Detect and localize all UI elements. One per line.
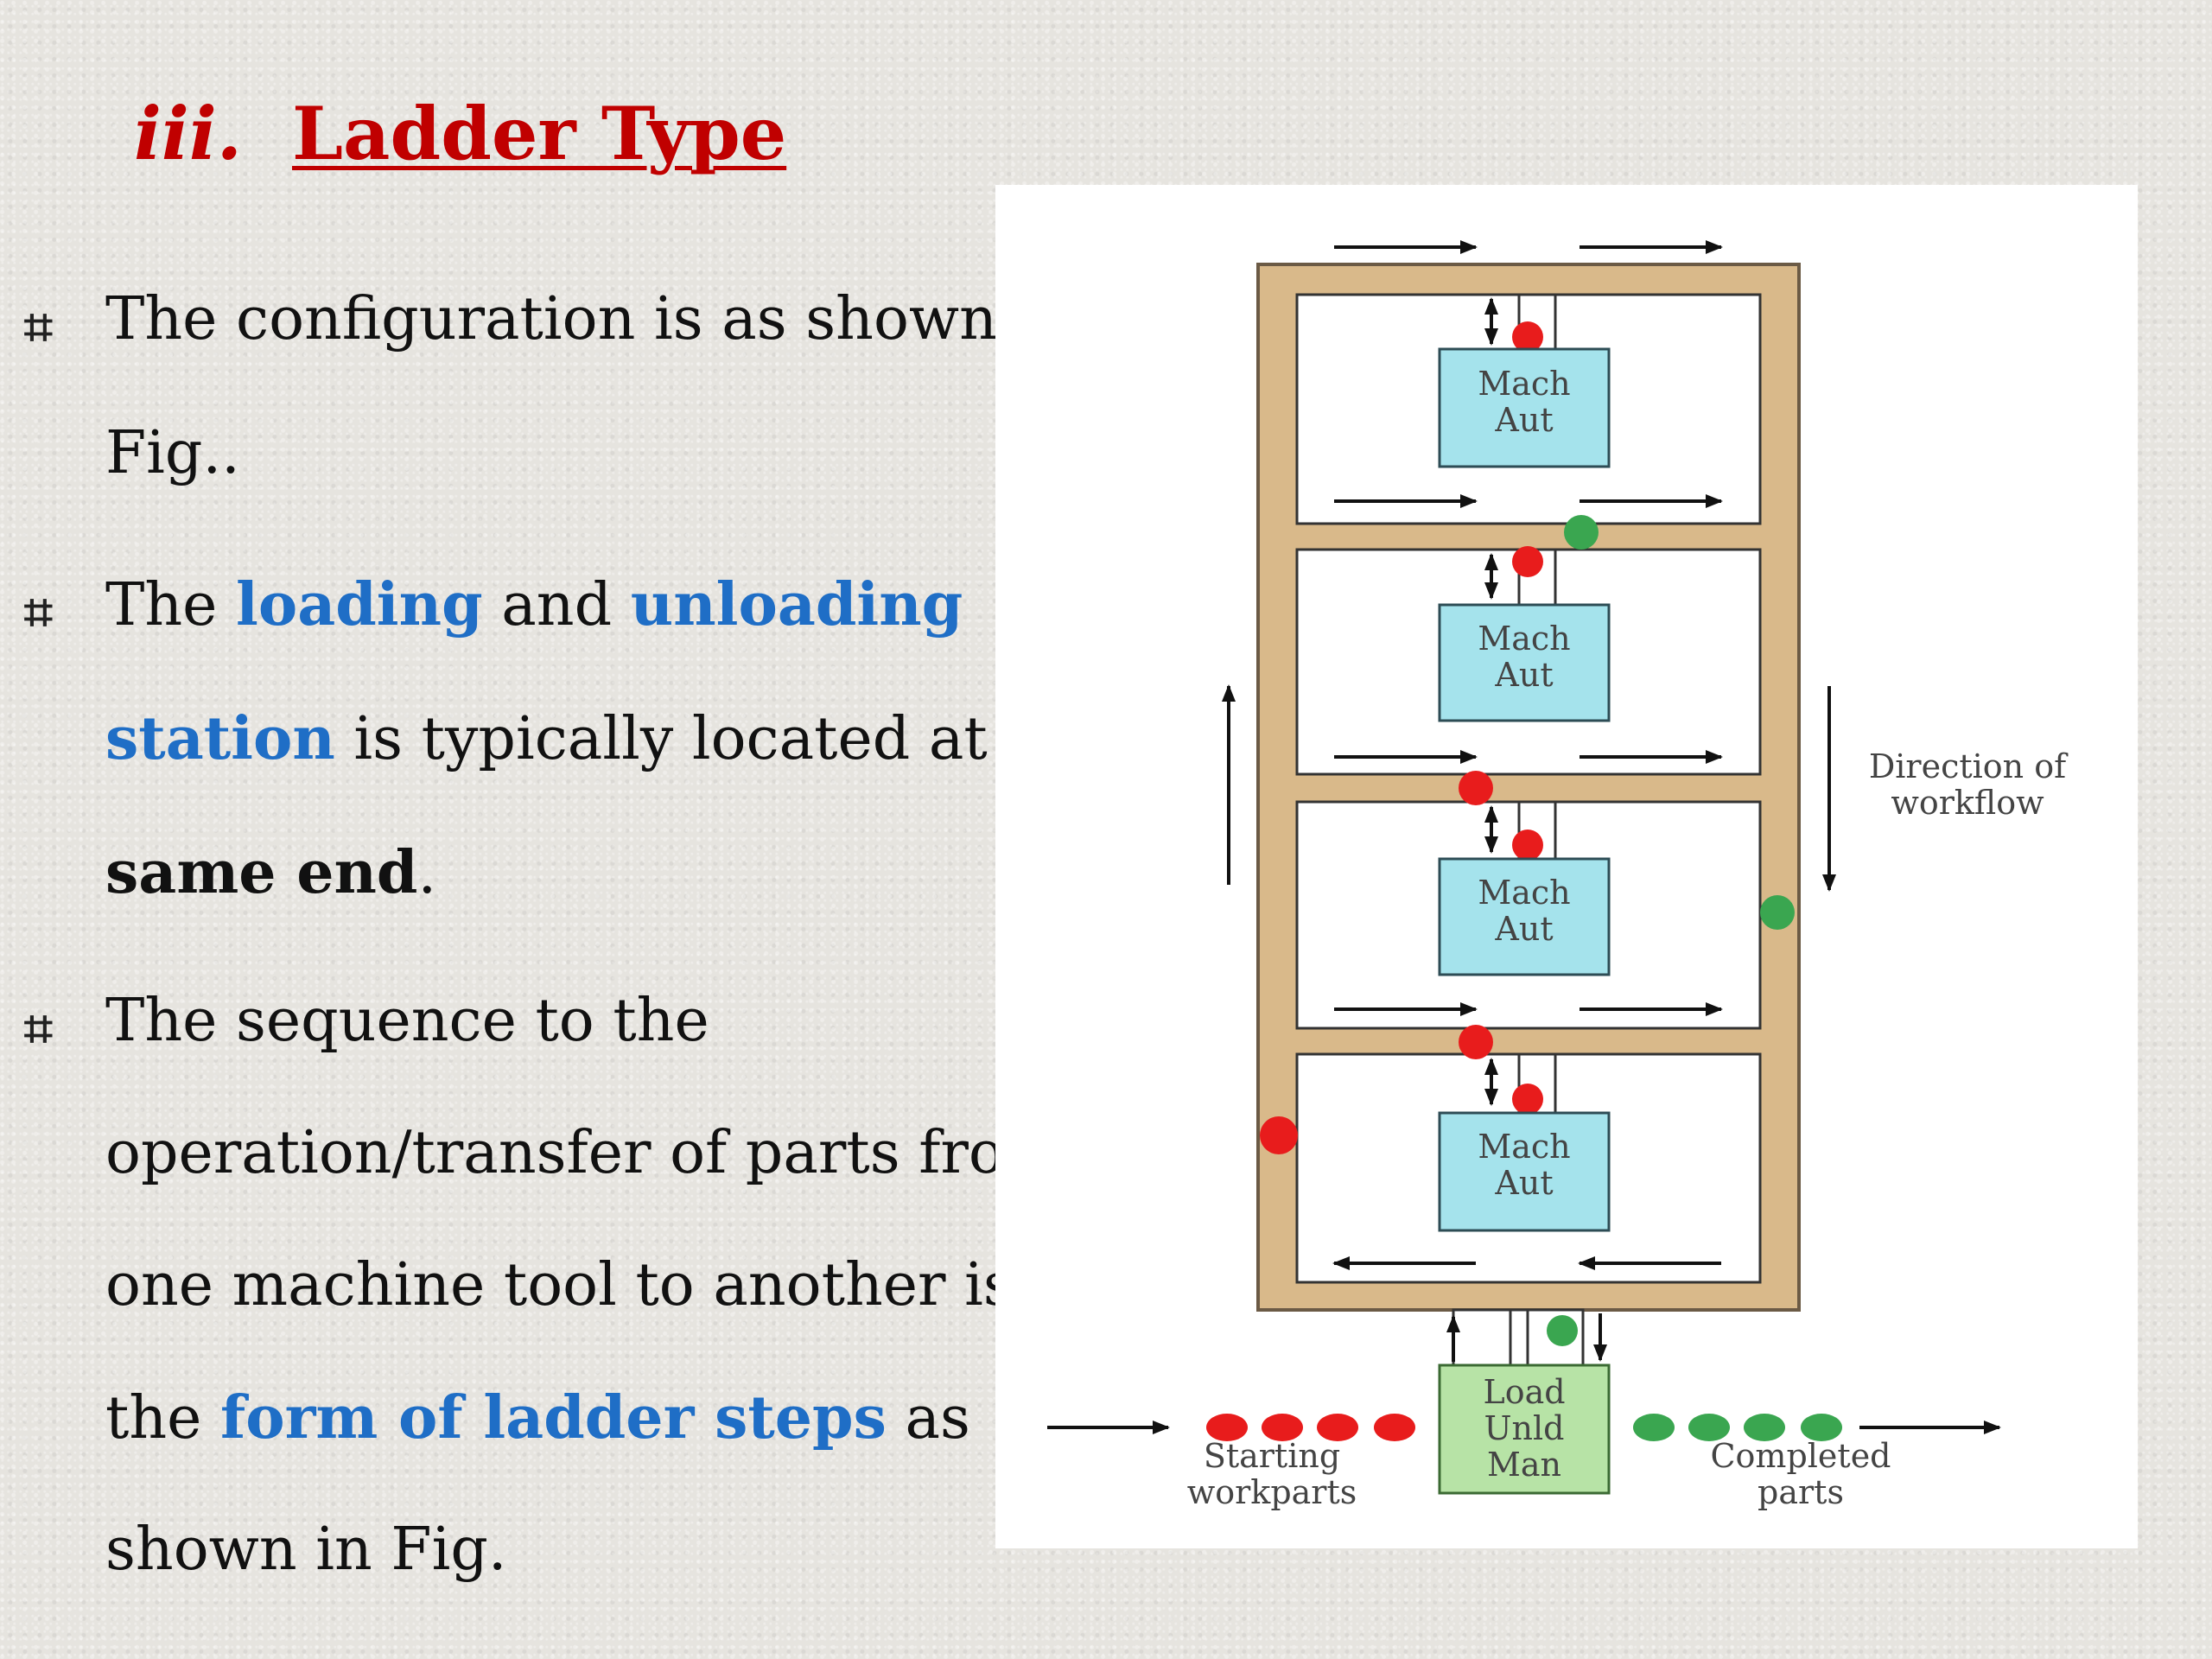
workpart-red xyxy=(1459,771,1493,805)
bullet-marker-icon: ⌗ xyxy=(24,999,53,1058)
machine-station-2: Mach Aut xyxy=(1438,546,1611,722)
workpart-red xyxy=(1512,1084,1543,1115)
load-label-line3: Man xyxy=(1487,1446,1561,1484)
bullet-3-line-2: operation/transfer of parts from xyxy=(105,1119,1060,1187)
machine-label-line1: Mach xyxy=(1478,1128,1570,1166)
completed-label-line1: Completed xyxy=(1710,1437,1891,1475)
starting-label-line1: Starting xyxy=(1204,1437,1340,1475)
starting-workpart xyxy=(1262,1414,1303,1441)
load-label-line2: Unld xyxy=(1484,1409,1565,1447)
completed-part xyxy=(1744,1414,1785,1441)
workpart-red xyxy=(1512,546,1543,577)
workpart-red xyxy=(1512,321,1543,353)
keyword-ladder-steps: form of ladder steps xyxy=(219,1383,887,1452)
bullet-3-line-3: one machine tool to another is in xyxy=(105,1251,1089,1319)
bullet-3-line-4: the form of ladder steps as xyxy=(105,1383,970,1452)
completed-part xyxy=(1801,1414,1842,1441)
machine-station-1: Mach Aut xyxy=(1438,293,1611,468)
keyword-station: station xyxy=(105,704,335,773)
machine-label-line1: Mach xyxy=(1478,365,1570,403)
machine-station-3: Mach Aut xyxy=(1438,800,1611,976)
starting-label-line2: workparts xyxy=(1187,1473,1357,1511)
starting-workpart xyxy=(1206,1414,1248,1441)
starting-workpart xyxy=(1374,1414,1415,1441)
completed-part xyxy=(1688,1414,1730,1441)
workpart-green xyxy=(1547,1315,1578,1346)
machine-label-line2: Aut xyxy=(1494,401,1553,439)
direction-label-line1: Direction of xyxy=(1869,747,2069,785)
bullet-3-line-5: shown in Fig. xyxy=(105,1516,507,1584)
title-number: iii. xyxy=(134,91,242,176)
keyword-same-end: same end xyxy=(105,838,418,907)
title-text: Ladder Type xyxy=(291,91,787,176)
bullet-1-line-1: The configuration is as shown in xyxy=(105,285,1073,353)
direction-label-line2: workflow xyxy=(1891,784,2044,822)
bullet-marker-icon: ⌗ xyxy=(24,582,53,641)
workpart-green xyxy=(1564,515,1599,550)
bullet-2-line-2: station is typically located at the xyxy=(105,704,1103,773)
workpart-red xyxy=(1459,1025,1493,1059)
load-label-line1: Load xyxy=(1483,1373,1565,1411)
machine-label-line2: Aut xyxy=(1494,910,1553,948)
workpart-green xyxy=(1760,895,1795,930)
bullet-2-line-3: same end. xyxy=(105,838,437,907)
workpart-red xyxy=(1260,1116,1298,1154)
ladder-diagram-panel: Mach Aut Mach Aut Mach Aut Mach Aut xyxy=(995,185,2138,1548)
workpart-red xyxy=(1512,830,1543,861)
ladder-diagram: Mach Aut Mach Aut Mach Aut Mach Aut xyxy=(1047,240,2069,1511)
machine-label-line2: Aut xyxy=(1494,656,1553,694)
completed-label-line2: parts xyxy=(1758,1473,1844,1511)
completed-part xyxy=(1633,1414,1675,1441)
keyword-unloading: unloading xyxy=(630,570,963,639)
load-unload-station: Load Unld Man xyxy=(1438,1308,1611,1495)
machine-label-line1: Mach xyxy=(1478,620,1570,658)
machine-label-line1: Mach xyxy=(1478,874,1570,912)
machine-station-4: Mach Aut xyxy=(1438,1052,1611,1232)
bullet-marker-icon: ⌗ xyxy=(24,297,53,356)
starting-workpart xyxy=(1317,1414,1358,1441)
keyword-loading: loading xyxy=(236,570,483,639)
machine-label-line2: Aut xyxy=(1494,1164,1553,1202)
bullet-3-line-1: The sequence to the xyxy=(105,987,709,1055)
bullet-1-line-2: Fig.. xyxy=(105,419,240,487)
bullet-2-line-1: The loading and unloading xyxy=(105,570,963,639)
slide-title: iii. Ladder Type xyxy=(134,91,786,176)
